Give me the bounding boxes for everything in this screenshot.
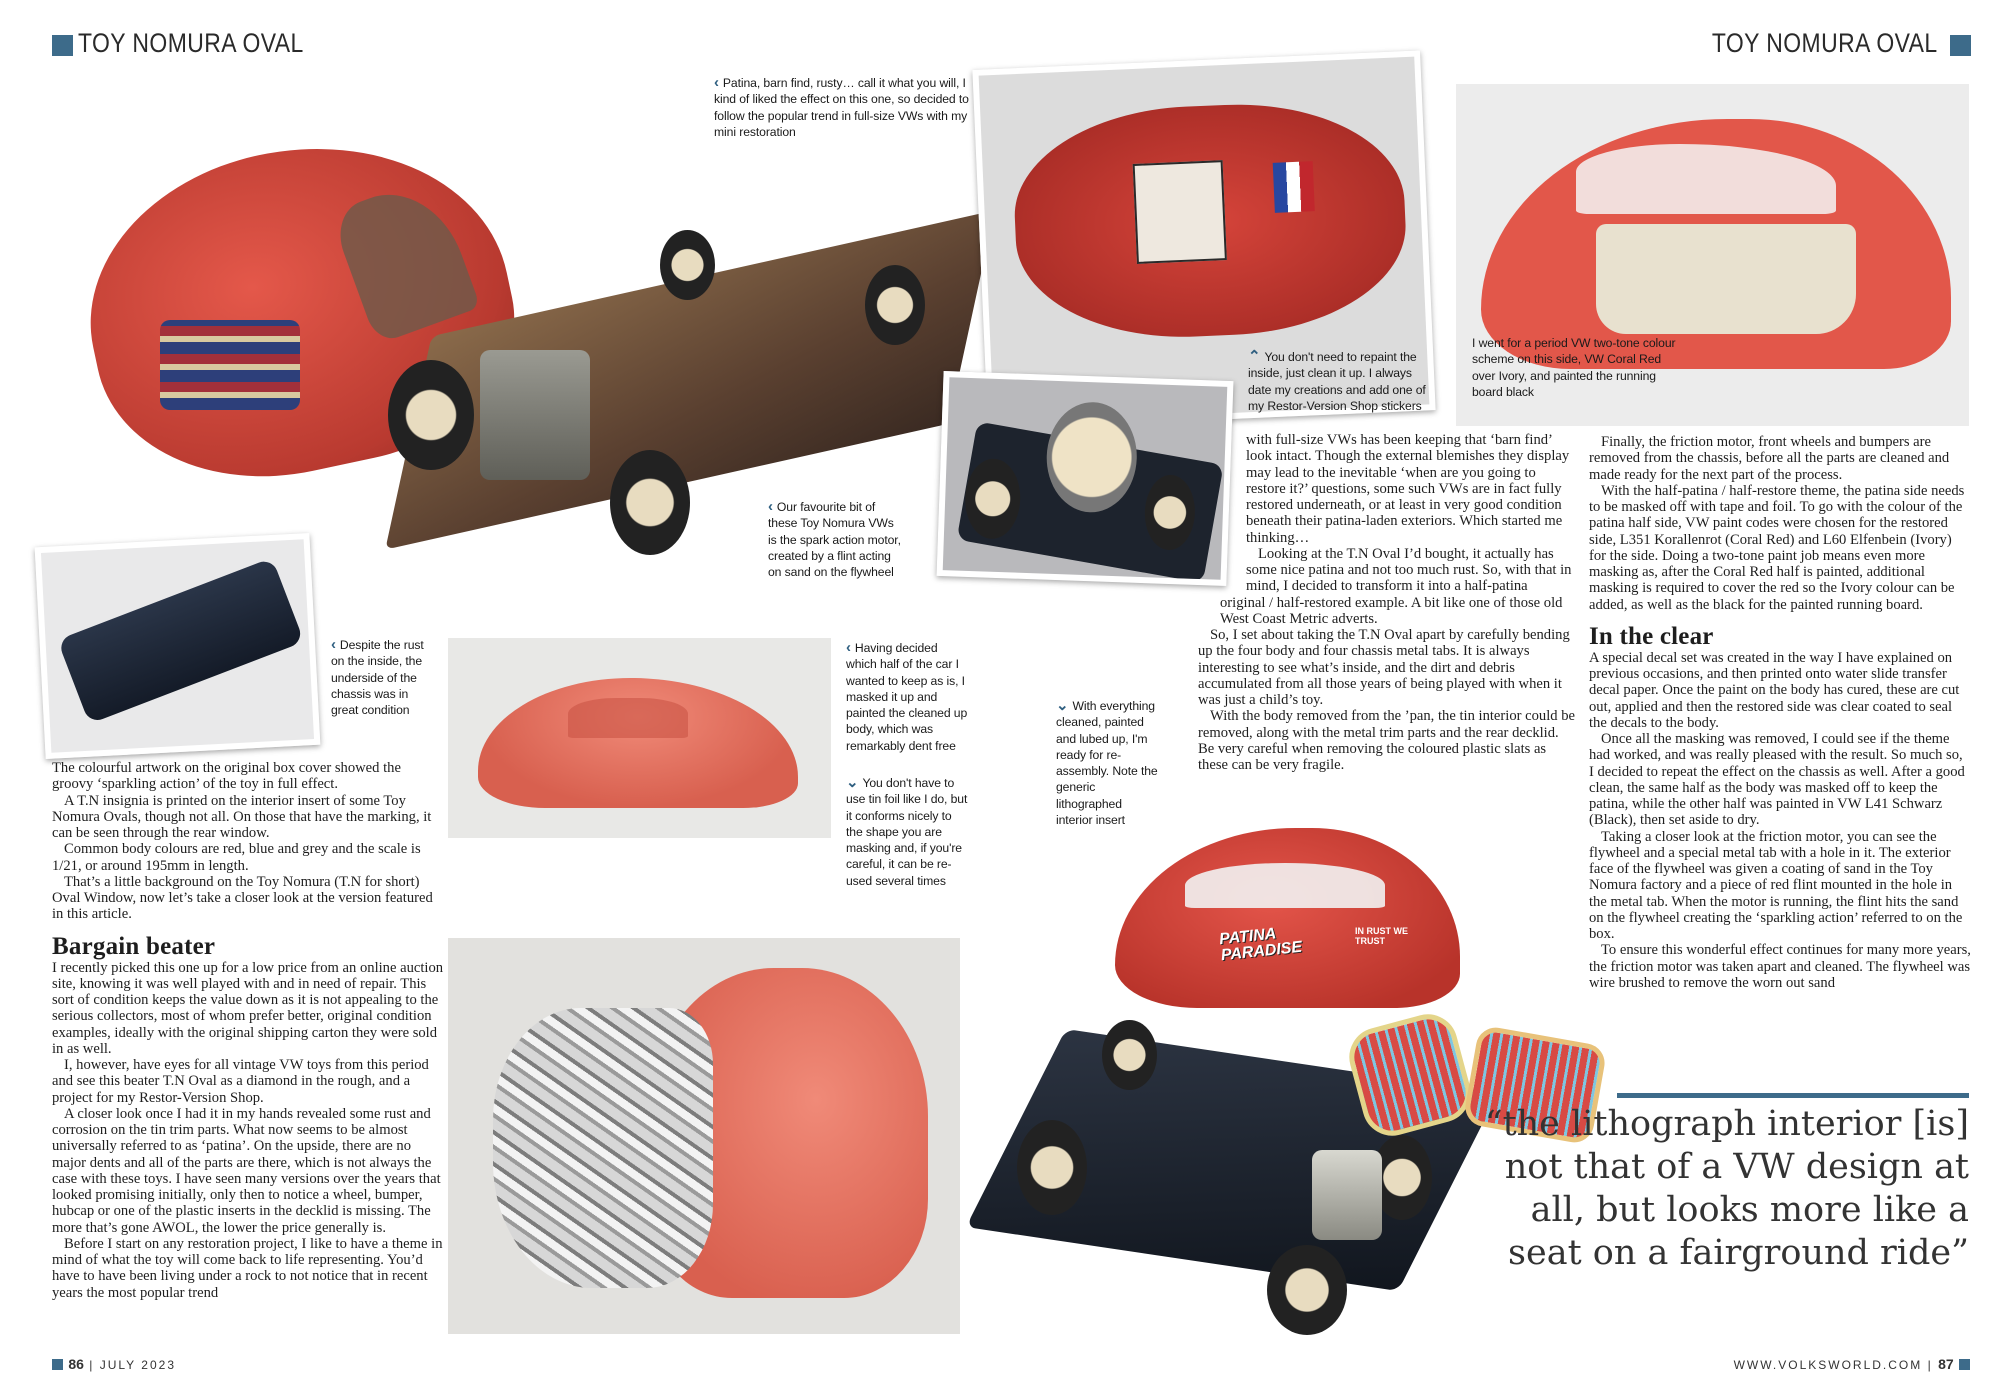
body-paragraph: A special decal set was created in the w… (1589, 649, 1960, 731)
body-paragraph: with full-size VWs has been keeping that… (1246, 432, 1570, 546)
wheel (660, 230, 715, 300)
caption-favourite: ‹Our favourite bit of these Toy Nomura V… (768, 498, 901, 580)
restor-version-sticker (1132, 160, 1227, 264)
arrow-left-icon: ‹ (714, 74, 719, 91)
wheel (865, 265, 925, 345)
body-paragraph: Common body colours are red, blue and gr… (52, 841, 421, 874)
body-paragraph: Once all the masking was removed, I coul… (1589, 731, 1965, 829)
body-paragraph: With the body removed from the ’pan, the… (1198, 708, 1575, 773)
website: WWW.VOLKSWORLD.COM (1733, 1358, 1923, 1372)
separator: | (89, 1358, 95, 1372)
wheel (388, 360, 474, 470)
body-paragraph: That’s a little background on the Toy No… (52, 873, 433, 923)
wheel (1017, 1120, 1087, 1215)
in-rust-we-trust-decal: IN RUST WE TRUST (1355, 926, 1408, 946)
arrow-left-icon: ‹ (846, 639, 851, 656)
separator: | (1927, 1358, 1933, 1372)
body-paragraph: A closer look once I had it in my hands … (52, 1105, 441, 1236)
issue-date: JULY 2023 (99, 1358, 176, 1372)
arrow-left-icon: ‹ (768, 498, 773, 515)
wheel (610, 450, 690, 555)
header-marker-right (1950, 35, 1971, 56)
header-title-right: TOY NOMURA OVAL (1712, 28, 1938, 58)
pull-quote: “the lithograph interior [is] not that o… (1484, 1104, 1969, 1273)
pull-quote-rule (1617, 1093, 1969, 1098)
caption-patina: ‹Patina, barn find, rusty… call it what … (714, 74, 969, 139)
header-title-left: TOY NOMURA OVAL (78, 28, 304, 58)
article-column-left: The colourful artwork on the original bo… (52, 760, 444, 1301)
body-paragraph: To ensure this wonderful effect continue… (1589, 942, 1971, 991)
photo-foil-masked-body (448, 938, 960, 1334)
arrow-left-icon: ‹ (331, 636, 336, 653)
photo-chassis-underside (34, 532, 321, 760)
footer-left: 86 | JULY 2023 (52, 1356, 176, 1372)
arrow-down-icon: ⌄ (846, 774, 859, 791)
body-paragraph: Finally, the friction motor, front wheel… (1589, 434, 1950, 483)
footer-marker (52, 1359, 63, 1370)
page-number-left: 86 (68, 1356, 84, 1372)
friction-motor (1312, 1150, 1382, 1240)
article-column-middle: with full-size VWs has been keeping that… (1198, 432, 1576, 773)
section-heading-in-the-clear: In the clear (1589, 622, 1714, 650)
page-number-right: 87 (1938, 1356, 1954, 1372)
wheel (1372, 1135, 1432, 1220)
friction-motor (480, 350, 590, 480)
wheel (1102, 1020, 1157, 1090)
footer-marker (1959, 1359, 1970, 1370)
body-paragraph: A T.N insignia is printed on the interio… (52, 792, 432, 842)
article-column-right: Finally, the friction motor, front wheel… (1589, 434, 1971, 991)
caption-period-vw: I went for a period VW two-tone colour s… (1472, 336, 1676, 399)
body-paragraph: Looking at the T.N Oval I’d bought, it a… (1220, 545, 1572, 627)
body-paragraph: Taking a closer look at the friction mot… (1589, 828, 1963, 943)
wheel (1267, 1245, 1347, 1335)
photo-flywheel (936, 371, 1234, 586)
body-paragraph: I, however, have eyes for all vintage VW… (52, 1057, 429, 1106)
caption-tin-foil: ⌄You don't have to use tin foil like I d… (846, 774, 968, 888)
body-paragraph: With the half-patina / half-restore them… (1589, 482, 1965, 613)
body-paragraph: Before I start on any restoration projec… (52, 1235, 443, 1301)
section-heading-bargain-beater: Bargain beater (52, 932, 216, 960)
footer-right: WWW.VOLKSWORLD.COM | 87 (1734, 1356, 1970, 1372)
arrow-up-icon: ⌃ (1248, 348, 1261, 365)
arrow-down-icon: ⌄ (1056, 697, 1069, 714)
photo-restored-chassis (962, 1020, 1499, 1340)
photo-two-tone-body (1456, 84, 1969, 426)
caption-repaint: ⌃You don't need to repaint the inside, j… (1248, 348, 1426, 413)
body-paragraph: I recently picked this one up for a low … (52, 959, 444, 1057)
header-marker-left (52, 35, 73, 56)
caption-having-decided: ‹Having decided which half of the car I … (846, 639, 968, 753)
caption-with-everything: ⌄With everything cleaned, painted and lu… (1056, 697, 1158, 828)
body-paragraph: The colourful artwork on the original bo… (52, 760, 401, 793)
photo-rusty-chassis (370, 210, 995, 590)
photo-rusty-body-rear (60, 109, 540, 511)
photo-painted-body (448, 638, 831, 838)
caption-despite: ‹Despite the rust on the inside, the und… (331, 636, 424, 718)
body-paragraph: So, I set about taking the T.N Oval apar… (1198, 627, 1570, 708)
